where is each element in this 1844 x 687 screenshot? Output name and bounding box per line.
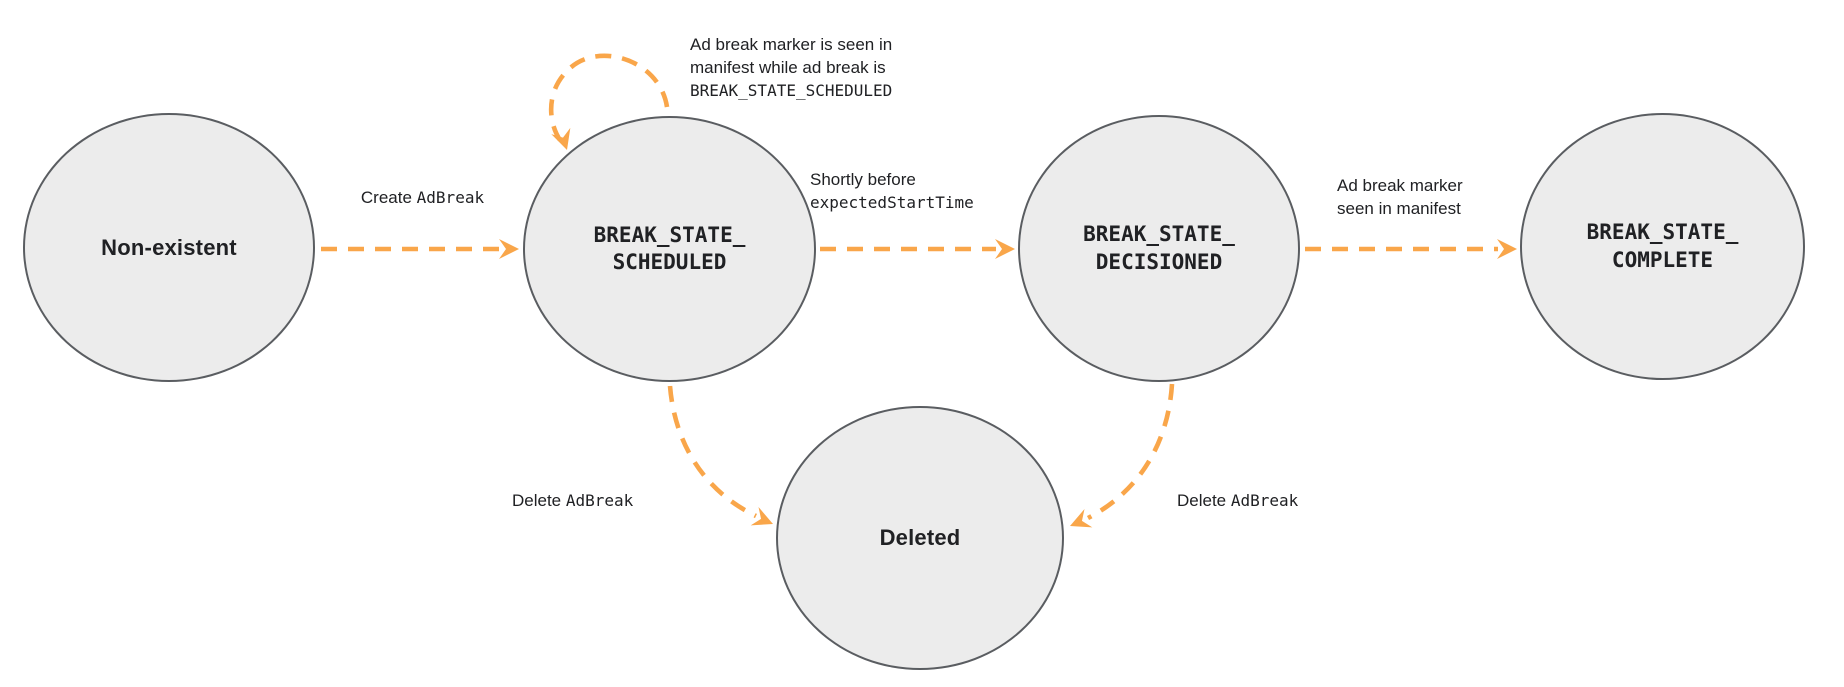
arrow-right-icon <box>1497 239 1517 259</box>
edge-label-delete-adbreak-right: Delete AdBreak <box>1177 489 1298 512</box>
state-label-scheduled-line1: BREAK_STATE_ <box>593 222 746 247</box>
edge-create-adbreak <box>321 239 519 259</box>
state-label-decisioned-line2: DECISIONED <box>1095 249 1223 274</box>
edge-to-complete <box>1305 239 1517 259</box>
arrow-right-icon <box>499 239 519 259</box>
edge-label-marker-seen-line2: seen in manifest <box>1337 199 1461 218</box>
edge-label-marker-seen: Ad break marker seen in manifest <box>1337 174 1463 220</box>
state-label-scheduled-line2: SCHEDULED <box>612 250 727 274</box>
arrow-right-down-icon <box>750 506 773 526</box>
arrow-right-icon <box>995 239 1015 259</box>
state-node-break-state-complete: BREAK_STATE_ COMPLETE <box>1520 113 1805 380</box>
edge-self-loop-scheduled <box>548 53 670 150</box>
edge-label-shortly-before-line1: Shortly before <box>810 170 916 189</box>
edge-label-self-loop-line1: Ad break marker is seen in <box>690 35 893 54</box>
edge-delete-from-decisioned <box>1070 383 1175 528</box>
edge-label-self-loop: Ad break marker is seen in manifest whil… <box>690 33 892 102</box>
state-label-complete-line1: BREAK_STATE_ <box>1586 220 1739 245</box>
edge-label-delete-right-code: AdBreak <box>1230 491 1299 510</box>
edge-to-decisioned <box>820 239 1015 259</box>
state-node-deleted: Deleted <box>776 406 1064 670</box>
edge-delete-from-scheduled <box>667 385 773 526</box>
state-node-break-state-scheduled: BREAK_STATE_ SCHEDULED <box>523 116 816 382</box>
state-node-break-state-decisioned: BREAK_STATE_ DECISIONED <box>1018 115 1300 382</box>
edge-label-marker-seen-line1: Ad break marker <box>1337 176 1463 195</box>
edge-label-self-loop-line3: BREAK_STATE_SCHEDULED <box>690 81 893 100</box>
edge-label-shortly-before: Shortly before expectedStartTime <box>810 168 974 214</box>
edge-label-delete-adbreak-left: Delete AdBreak <box>512 489 633 512</box>
edge-label-delete-left-text: Delete <box>512 491 566 510</box>
state-node-non-existent: Non-existent <box>23 113 315 382</box>
arrow-left-down-icon <box>1070 508 1093 528</box>
state-label-non-existent: Non-existent <box>101 234 237 260</box>
edge-label-delete-right-text: Delete <box>1177 491 1231 510</box>
edge-delete-from-scheduled-line <box>667 385 758 519</box>
edge-self-loop-line <box>548 53 670 142</box>
state-label-complete-line2: COMPLETE <box>1611 247 1714 272</box>
state-label-decisioned-line1: BREAK_STATE_ <box>1083 222 1235 247</box>
edge-label-shortly-before-line2: expectedStartTime <box>810 193 974 212</box>
edge-label-create-adbreak: Create AdBreak <box>340 186 505 209</box>
edge-label-create-text: Create <box>360 188 417 207</box>
state-label-deleted: Deleted <box>879 525 961 550</box>
arrow-down-icon <box>551 127 571 150</box>
edge-label-create-code: AdBreak <box>416 188 485 207</box>
edge-delete-from-decisioned-line <box>1086 383 1175 521</box>
edge-label-delete-left-code: AdBreak <box>565 491 634 510</box>
edge-label-self-loop-line2: manifest while ad break is <box>690 58 886 77</box>
